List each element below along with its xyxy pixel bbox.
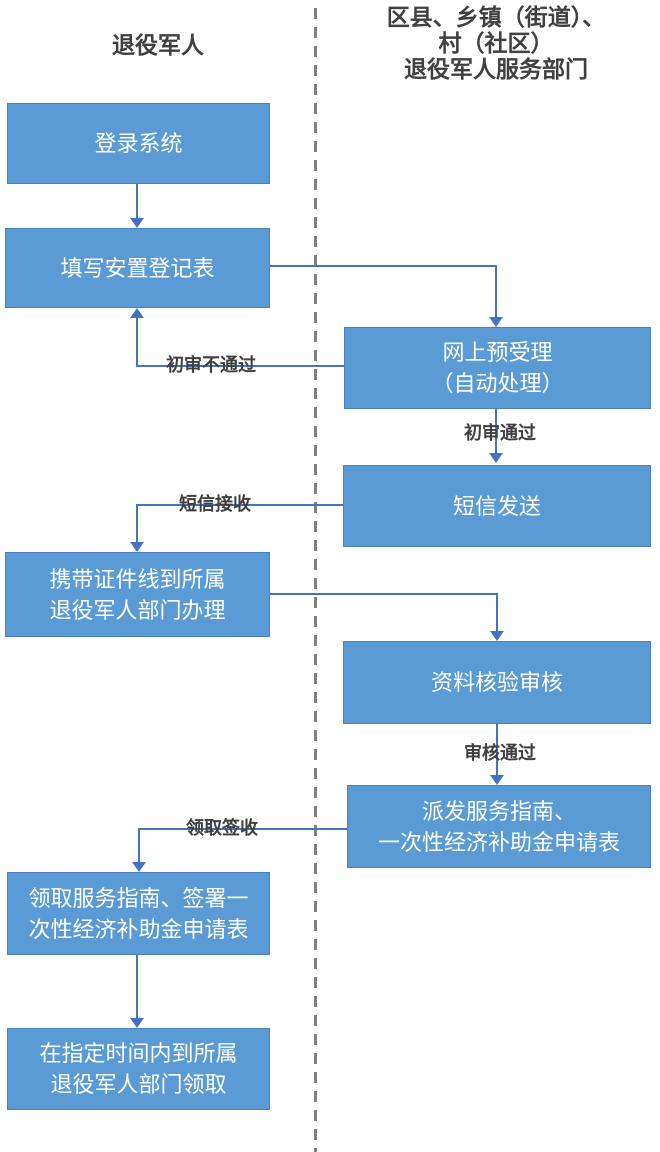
arrowhead-into-material-review: [490, 631, 504, 641]
arrowhead-into-pickup: [130, 1018, 144, 1028]
step-box-bring-documents: 携带证件线到所属 退役军人部门办理: [5, 552, 270, 637]
connector-receive-signoff-h: [138, 828, 347, 830]
connector-fill-form-to-pre-acceptance-v: [495, 265, 497, 319]
lane-title-service-department-line3: 退役军人服务部门: [404, 56, 588, 82]
connector-bring-documents-to-review-v: [496, 593, 498, 633]
connector-sms-receive-v: [136, 504, 138, 544]
connector-review-fail-h: [136, 365, 344, 367]
step-box-online-pre-acceptance-line2: （自动处理）: [431, 371, 564, 396]
lane-title-service-department-line1: 区县、乡镇（街道）、: [386, 4, 606, 30]
step-box-online-pre-acceptance-line1: 网上预受理: [442, 340, 553, 365]
arrowhead-into-sms-send: [489, 453, 503, 463]
step-box-receive-sign: 领取服务指南、签署一 次性经济补助金申请表: [7, 872, 270, 955]
lane-separator-dashed-line: [314, 8, 317, 1152]
step-box-login-label: 登录系统: [94, 131, 183, 156]
arrowhead-into-distribute-guide: [490, 775, 504, 785]
edge-label-sms-receive: 短信接收: [179, 494, 251, 514]
step-box-distribute-guide-line1: 派发服务指南、: [421, 798, 576, 824]
step-box-material-review-label: 资料核验审核: [430, 670, 563, 695]
step-box-sms-send: 短信发送: [343, 465, 651, 547]
edge-label-initial-review-pass: 初审通过: [464, 423, 536, 443]
step-box-sms-send-label: 短信发送: [452, 493, 541, 519]
connector-receive-sign-to-pickup: [136, 955, 138, 1020]
arrowhead-into-bring-documents: [130, 542, 144, 552]
step-box-bring-documents-line1: 携带证件线到所属: [49, 566, 226, 592]
edge-label-initial-review-fail: 初审不通过: [166, 355, 256, 375]
connector-sms-receive-h: [136, 504, 343, 506]
step-box-pickup: 在指定时间内到所属 退役军人部门领取: [7, 1028, 270, 1110]
step-box-login: 登录系统: [7, 103, 270, 184]
connector-fill-form-to-pre-acceptance-h: [270, 265, 497, 267]
lane-title-service-department: 区县、乡镇（街道）、 村（社区） 退役军人服务部门: [345, 4, 647, 82]
connector-login-to-fill-form: [136, 184, 138, 220]
connector-review-pass2-v: [496, 724, 498, 777]
connector-receive-signoff-v: [138, 828, 140, 864]
step-box-fill-form-label: 填写安置登记表: [60, 255, 215, 281]
step-box-material-review: 资料核验审核: [343, 641, 651, 724]
step-box-distribute-guide: 派发服务指南、 一次性经济补助金申请表: [347, 785, 651, 868]
connector-review-pass-v: [495, 409, 497, 455]
edge-label-receive-signoff: 领取签收: [186, 818, 258, 838]
step-box-online-pre-acceptance: 网上预受理 （自动处理）: [344, 327, 651, 409]
arrowhead-into-receive-sign: [132, 862, 146, 872]
connector-review-fail-v: [136, 316, 138, 367]
arrowhead-into-fill-form: [130, 218, 144, 228]
step-box-distribute-guide-line2: 一次性经济补助金申请表: [377, 829, 620, 855]
step-box-bring-documents-line2: 退役军人部门办理: [49, 597, 226, 623]
edge-label-review-pass: 审核通过: [464, 743, 536, 763]
lane-title-service-department-line2: 村（社区）: [438, 30, 554, 56]
step-box-pickup-line1: 在指定时间内到所属: [39, 1041, 238, 1066]
step-box-receive-sign-line1: 领取服务指南、签署一: [28, 885, 249, 911]
arrowhead-into-fill-form-return: [130, 308, 144, 318]
lane-title-veteran: 退役军人: [112, 32, 204, 58]
step-box-fill-form: 填写安置登记表: [5, 228, 270, 308]
connector-bring-documents-to-review-h: [270, 593, 498, 595]
arrowhead-into-pre-acceptance: [489, 317, 503, 327]
step-box-pickup-line2: 退役军人部门领取: [50, 1072, 227, 1097]
step-box-receive-sign-line2: 次性经济补助金申请表: [28, 916, 249, 942]
